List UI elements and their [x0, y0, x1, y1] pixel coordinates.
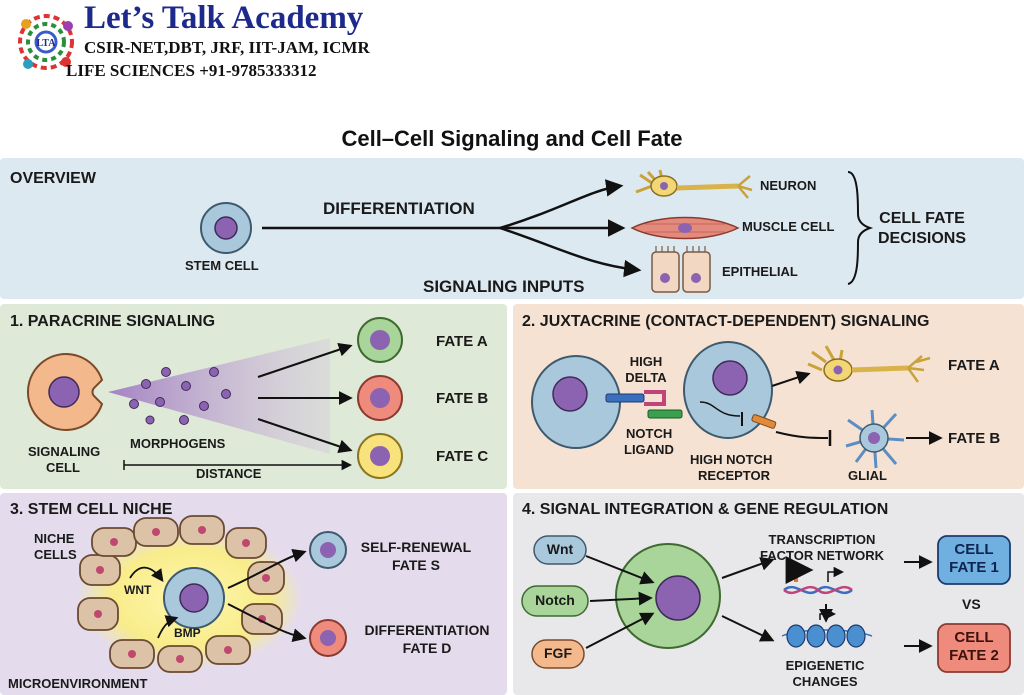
- arrow-fate-c: [257, 418, 353, 454]
- arrow-juxta-fate-a: [771, 370, 811, 387]
- differentiation-fate-label-2: FATE D: [402, 640, 452, 656]
- dna-transcription-icon: [783, 556, 853, 595]
- delta-ligand-receptor: [605, 390, 683, 419]
- arrow-to-neuron: [499, 179, 624, 230]
- arrow-to-epithelial: [499, 226, 642, 278]
- niche-heading: 3. STEM CELL NICHE: [10, 501, 173, 518]
- niche-stem-cell: [163, 567, 225, 629]
- page-title: Cell–Cell Signaling and Cell Fate: [341, 126, 683, 151]
- fgf-signal-label: FGF: [544, 645, 572, 661]
- juxta-neuron-icon: [807, 345, 931, 383]
- academy-exams: CSIR-NET,DBT, JRF, IIT-JAM, ICMR: [84, 38, 370, 57]
- high-delta-label-1: HIGH: [629, 354, 663, 369]
- muscle-cell-icon: [630, 216, 740, 240]
- fate-c-cell: [357, 433, 403, 479]
- morphogen-particles: [129, 367, 231, 425]
- juxtacrine-fate-b: FATE B: [948, 430, 1001, 447]
- epigenetic-label-2: CHANGES: [792, 674, 858, 689]
- microenvironment-label: MICROENVIRONMENT: [8, 676, 148, 691]
- bmp-arrow: [157, 615, 179, 639]
- distance-label: DISTANCE: [196, 466, 262, 481]
- differentiation-fate-label-1: DIFFERENTIATION: [364, 622, 490, 638]
- epithelial-icon: [651, 246, 711, 293]
- distance-axis: [123, 460, 350, 470]
- fate-b-cell: [357, 375, 403, 421]
- muscle-label: MUSCLE CELL: [742, 219, 835, 234]
- notch-signal-label: Notch: [535, 592, 575, 608]
- paracrine-fate-b: FATE B: [436, 390, 489, 407]
- morphogens-label: MORPHOGENS: [130, 436, 226, 451]
- signaling-inputs-label: SIGNALING INPUTS: [423, 277, 585, 296]
- integrating-cell: [615, 543, 721, 649]
- wnt-arrow: [129, 566, 164, 583]
- cell-fate-1-box: [937, 535, 1011, 585]
- wnt-signal-label: Wnt: [546, 541, 574, 557]
- signaling-cell-label-2: CELL: [46, 460, 80, 475]
- vs-label: VS: [962, 596, 981, 612]
- high-notch-label-2: RECEPTOR: [698, 468, 770, 483]
- signaling-cell: [26, 353, 104, 431]
- academy-subject-phone: LIFE SCIENCES +91-9785333312: [66, 61, 317, 80]
- arrow-self-renewal: [227, 548, 307, 589]
- differentiation-label: DIFFERENTIATION: [323, 199, 475, 218]
- cell-fate-2-label-1: CELL: [954, 629, 994, 646]
- arrow-fate-a: [257, 342, 353, 378]
- wnt-pill: [533, 535, 587, 565]
- cell-fate-2-box: [937, 623, 1011, 673]
- notch-ligand-label-1: NOTCH: [626, 426, 673, 441]
- paracrine-fate-c: FATE C: [436, 448, 489, 465]
- fgf-pill: [531, 639, 585, 669]
- tf-network-label-1: TRANSCRIPTION: [768, 532, 876, 547]
- fate-d-cell: [309, 619, 347, 657]
- stem-cell: [200, 202, 252, 254]
- niche-cells-label-1: NICHE: [34, 531, 75, 546]
- fate-s-cell: [309, 531, 347, 569]
- tf-network-label-2: FACTOR NETWORK: [760, 548, 884, 563]
- neuron-label: NEURON: [760, 178, 817, 193]
- notch-pill: [521, 585, 589, 617]
- overview-heading: OVERVIEW: [10, 170, 96, 187]
- signaling-cell-label-1: SIGNALING: [28, 444, 101, 459]
- self-renewal-label-1: SELF-RENEWAL: [360, 539, 472, 555]
- niche-cells-label-2: CELLS: [34, 547, 77, 562]
- juxtacrine-fate-a: FATE A: [948, 357, 1000, 374]
- cell-fate-decisions-line1: CELL FATE: [879, 210, 965, 227]
- chromatin-icon: [781, 608, 873, 648]
- notch-cell: [683, 341, 773, 439]
- juxtacrine-heading: 2. JUXTACRINE (CONTACT-DEPENDENT) SIGNAL…: [522, 313, 930, 330]
- glial-label: GLIAL: [848, 468, 887, 483]
- notch-signal-path: [699, 401, 741, 417]
- decisions-bracket: [847, 171, 874, 285]
- cell-fate-decisions-line2: DECISIONS: [877, 230, 966, 247]
- integration-heading: 4. SIGNAL INTEGRATION & GENE REGULATION: [522, 501, 889, 518]
- high-delta-label-2: DELTA: [625, 370, 667, 385]
- academy-logo: LTA: [18, 14, 74, 70]
- high-notch-label-1: HIGH NOTCH: [690, 452, 773, 467]
- epithelial-label: EPITHELIAL: [722, 264, 798, 279]
- paracrine-heading: 1. PARACRINE SIGNALING: [10, 313, 216, 330]
- notch-ligand-label-2: LIGAND: [624, 442, 674, 457]
- self-renewal-label-2: FATE S: [392, 557, 440, 573]
- wnt-label: WNT: [124, 583, 152, 597]
- neuron-icon: [635, 169, 753, 199]
- glial-cell-icon: [845, 409, 905, 469]
- fate-a-cell: [357, 317, 403, 363]
- academy-name: Let’s Talk Academy: [84, 0, 364, 36]
- paracrine-fate-a: FATE A: [436, 333, 488, 350]
- cell-fate-2-label-2: FATE 2: [949, 647, 999, 664]
- epigenetic-label-1: EPIGENETIC: [785, 658, 865, 673]
- svg-text:LTA: LTA: [37, 38, 57, 49]
- cell-fate-1-label-1: CELL: [954, 541, 994, 558]
- stem-cell-label: STEM CELL: [185, 258, 259, 273]
- cell-fate-1-label-2: FATE 1: [949, 559, 999, 576]
- bmp-label: BMP: [174, 626, 201, 640]
- arrow-differentiation: [227, 603, 307, 643]
